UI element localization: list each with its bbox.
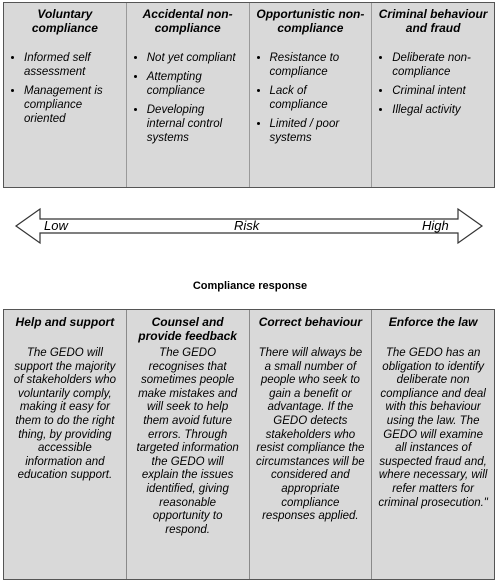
list-item: Lack of compliance [270, 84, 368, 112]
risk-center-label: Risk [234, 218, 260, 233]
response-body: There will always be a small number of p… [256, 347, 365, 523]
response-body: The GEDO has an obligation to identify d… [378, 347, 488, 509]
compliance-column-accidental: Accidental non-compliance Not yet compli… [125, 3, 249, 187]
list-item: Limited / poor systems [270, 117, 368, 145]
compliance-column-voluntary: Voluntary compliance Informed self asses… [4, 3, 126, 187]
risk-arrow: Low Risk High [0, 206, 500, 246]
column-title: Criminal behaviour and fraud [378, 7, 488, 35]
compliance-response-panel: Help and support The GEDO will support t… [3, 309, 495, 580]
list-item: Deliberate non-compliance [392, 51, 490, 79]
column-title: Accidental non-compliance [142, 7, 233, 35]
response-title: Correct behaviour [258, 315, 363, 329]
list-item: Management is compliance oriented [24, 84, 122, 126]
response-body: The GEDO recognises that sometimes peopl… [136, 347, 239, 536]
column-list: Deliberate non-compliance Criminal inten… [376, 51, 490, 117]
double-arrow-icon [14, 207, 484, 245]
list-item: Informed self assessment [24, 51, 122, 79]
compliance-types-panel: Voluntary compliance Informed self asses… [3, 2, 495, 188]
list-item: Not yet compliant [147, 51, 245, 65]
response-body: The GEDO will support the majority of st… [13, 347, 117, 482]
compliance-column-opportunistic: Opportunistic non-compliance Resistance … [248, 3, 372, 187]
risk-low-label: Low [44, 218, 68, 233]
column-title: Voluntary compliance [31, 7, 98, 35]
response-title: Enforce the law [388, 315, 478, 329]
response-column-help: Help and support The GEDO will support t… [4, 310, 126, 579]
list-item: Illegal activity [392, 103, 490, 117]
response-title: Help and support [15, 315, 115, 329]
column-list: Resistance to compliance Lack of complia… [254, 51, 368, 145]
compliance-column-criminal: Criminal behaviour and fraud Deliberate … [371, 3, 494, 187]
response-title: Counsel and provide feedback [138, 315, 237, 343]
list-item: Criminal intent [392, 84, 490, 98]
list-item: Resistance to compliance [270, 51, 368, 79]
risk-high-label: High [422, 218, 449, 233]
column-list: Not yet compliant Attempting compliance … [131, 51, 245, 145]
response-heading: Compliance response [192, 280, 308, 292]
response-column-enforce: Enforce the law The GEDO has an obligati… [371, 310, 494, 579]
list-item: Developing internal control systems [147, 103, 245, 145]
list-item: Attempting compliance [147, 70, 245, 98]
response-column-counsel: Counsel and provide feedback The GEDO re… [125, 310, 249, 579]
response-column-correct: Correct behaviour There will always be a… [248, 310, 372, 579]
column-list: Informed self assessment Management is c… [8, 51, 122, 126]
column-title: Opportunistic non-compliance [256, 7, 365, 35]
